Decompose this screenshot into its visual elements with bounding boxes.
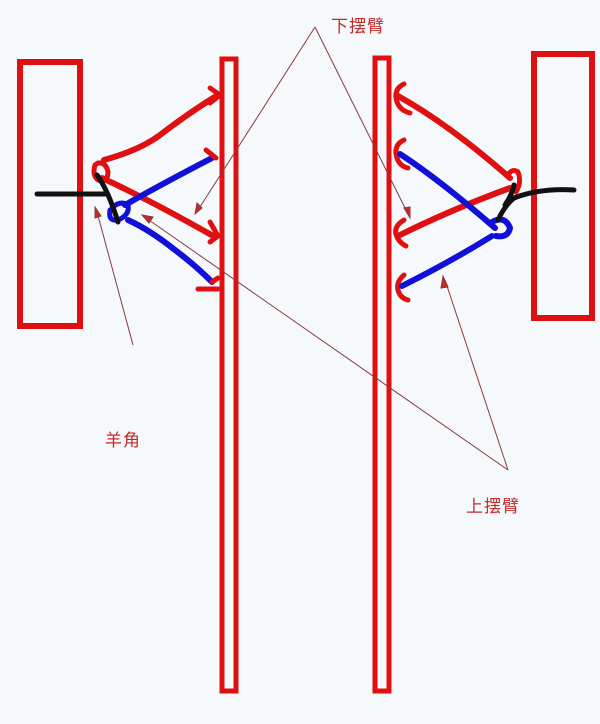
upper-arm-leader-right xyxy=(444,279,509,471)
right-chassis-rail xyxy=(372,55,392,694)
upper-arm-leader-left xyxy=(145,217,509,471)
right-red-arm-upper xyxy=(395,93,513,181)
left-knuckle-loop xyxy=(91,160,111,183)
right-blue-arm-lower xyxy=(399,233,495,289)
left-suspension xyxy=(34,85,223,292)
right-suspension xyxy=(393,81,577,303)
right-red-arm-lower xyxy=(395,185,513,239)
left-red-arm-lower xyxy=(99,175,218,240)
right-wheel xyxy=(531,51,595,321)
knuckle-leader xyxy=(96,211,134,346)
lower-arm-label: 下摆臂 xyxy=(331,17,385,37)
leader-lines xyxy=(94,26,509,471)
left-chassis-rail xyxy=(219,56,239,694)
right-axle xyxy=(495,182,577,223)
upper-arm-label: 上摆臂 xyxy=(466,497,520,517)
left-blue-knuckle xyxy=(107,200,131,223)
left-axle xyxy=(34,172,121,225)
knuckle-label: 羊角 xyxy=(105,431,141,451)
left-blue-arm-lower xyxy=(125,217,215,285)
left-red-arm-upper xyxy=(101,92,221,163)
left-blue-arm-upper xyxy=(122,155,215,208)
lower-arm-leader-right xyxy=(314,26,409,215)
lower-arm-leader-left xyxy=(197,26,316,211)
right-knuckle-loop xyxy=(505,168,523,195)
right-blue-arm-upper xyxy=(397,151,498,231)
